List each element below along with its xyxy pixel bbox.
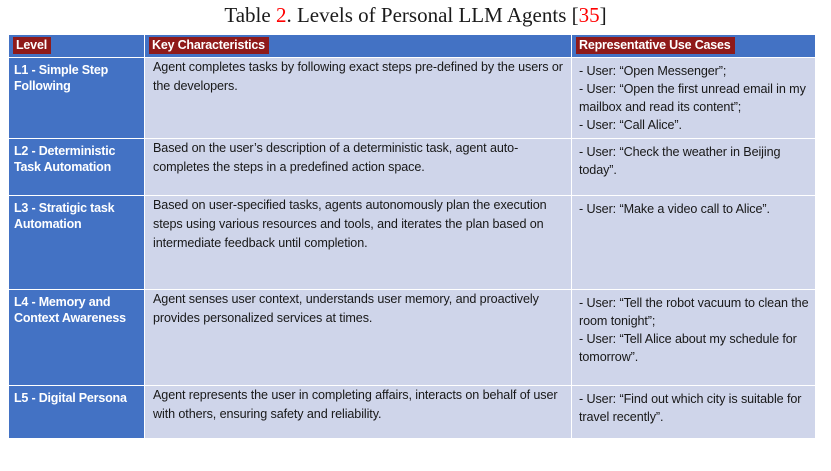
cell-level-l2: L2 - Deterministic Task Automation [8,138,145,196]
use-cases-text-l1: - User: “Open Messenger”; - User: “Open … [579,64,806,132]
levels-table: Level Key Characteristics Representative… [8,34,816,439]
level-label-l5: L5 - Digital Persona [14,391,127,405]
use-cases-text-l3: - User: “Make a video call to Alice”. [579,202,770,216]
characteristics-text-l4: Agent senses user context, understands u… [153,292,539,325]
caption-table-number: 2 [275,3,287,27]
header-cell-use-cases: Representative Use Cases [571,34,816,58]
cell-level-l5: L5 - Digital Persona [8,385,145,439]
level-label-l2: L2 - Deterministic Task Automation [14,144,116,174]
caption-middle: . Levels of Personal LLM Agents [ [286,3,579,27]
levels-table-container: Level Key Characteristics Representative… [8,34,816,439]
cell-use-cases-l3: - User: “Make a video call to Alice”. [571,195,816,290]
header-level-wrap: Level [9,35,144,56]
header-label-key-characteristics: Key Characteristics [149,37,269,54]
cell-characteristics-l4: Agent senses user context, understands u… [144,289,572,386]
caption-citation-number: 35 [578,3,600,27]
table-row: L5 - Digital Persona Agent represents th… [8,385,816,439]
level-label-l3: L3 - Stratigic task Automation [14,201,115,231]
level-label-l4: L4 - Memory and Context Awareness [14,295,126,325]
cell-use-cases-l4: - User: “Tell the robot vacuum to clean … [571,289,816,386]
table-header-row: Level Key Characteristics Representative… [8,34,816,58]
table-row: L4 - Memory and Context Awareness Agent … [8,289,816,386]
caption-prefix: Table [224,3,276,27]
characteristics-text-l1: Agent completes tasks by following exact… [153,60,563,93]
cell-characteristics-l3: Based on user-specified tasks, agents au… [144,195,572,290]
table-row: L2 - Deterministic Task Automation Based… [8,138,816,196]
cell-characteristics-l5: Agent represents the user in completing … [144,385,572,439]
cell-use-cases-l5: - User: “Find out which city is suitable… [571,385,816,439]
use-cases-text-l2: - User: “Check the weather in Beijing to… [579,145,781,177]
cell-level-l4: L4 - Memory and Context Awareness [8,289,145,386]
table-row: L1 - Simple Step Following Agent complet… [8,57,816,139]
header-use-wrap: Representative Use Cases [572,35,815,56]
table-row: L3 - Stratigic task Automation Based on … [8,195,816,290]
cell-characteristics-l2: Based on the user’s description of a det… [144,138,572,196]
cell-level-l1: L1 - Simple Step Following [8,57,145,139]
header-key-wrap: Key Characteristics [145,35,571,56]
figure-caption: Table 2. Levels of Personal LLM Agents [… [0,2,831,28]
cell-use-cases-l2: - User: “Check the weather in Beijing to… [571,138,816,196]
header-cell-key-characteristics: Key Characteristics [144,34,572,58]
level-label-l1: L1 - Simple Step Following [14,63,109,93]
characteristics-text-l5: Agent represents the user in completing … [153,388,558,421]
header-label-use-cases: Representative Use Cases [576,37,735,54]
characteristics-text-l3: Based on user-specified tasks, agents au… [153,198,547,250]
cell-characteristics-l1: Agent completes tasks by following exact… [144,57,572,139]
header-label-level: Level [13,37,51,54]
cell-level-l3: L3 - Stratigic task Automation [8,195,145,290]
header-cell-level: Level [8,34,145,58]
use-cases-text-l5: - User: “Find out which city is suitable… [579,392,802,424]
cell-use-cases-l1: - User: “Open Messenger”; - User: “Open … [571,57,816,139]
characteristics-text-l2: Based on the user’s description of a det… [153,141,519,174]
caption-suffix: ] [599,3,607,27]
use-cases-text-l4: - User: “Tell the robot vacuum to clean … [579,296,809,364]
